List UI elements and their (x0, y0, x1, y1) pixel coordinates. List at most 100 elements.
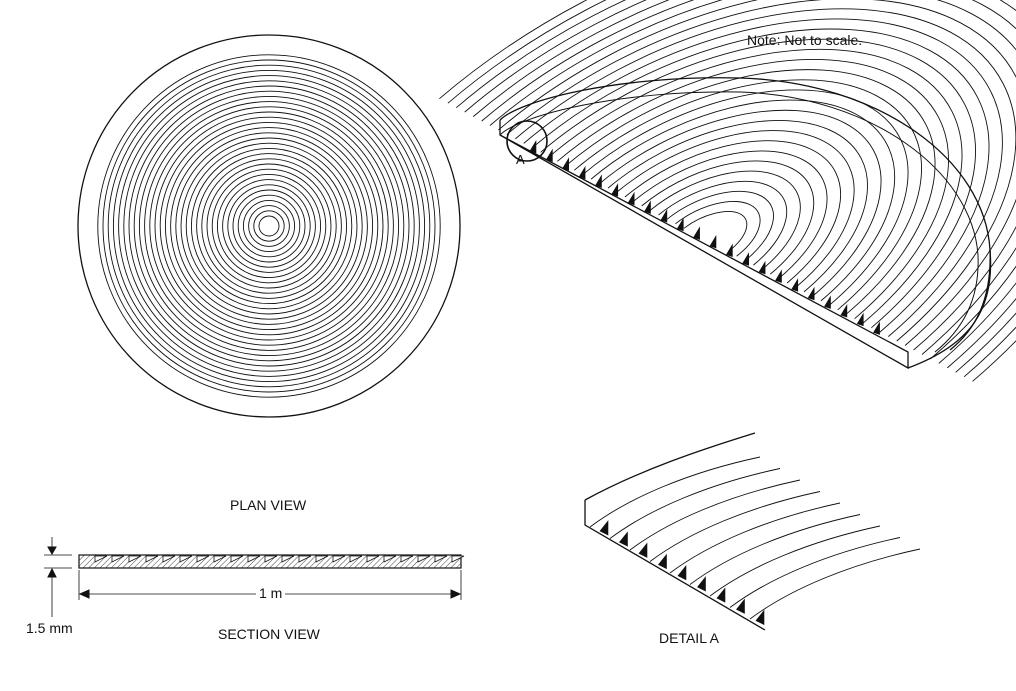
section-tooth (111, 555, 125, 563)
cut-face-tooth (644, 200, 651, 214)
plan-ring (211, 168, 327, 284)
callout-circle (506, 120, 548, 162)
thickness-arrow-bottom (47, 567, 57, 578)
plan-ring (164, 121, 374, 331)
cut-face-tooth (873, 321, 880, 335)
section-tooth (434, 555, 448, 563)
section-tooth (451, 555, 465, 563)
plan-ring (128, 85, 410, 367)
half-groove (590, 99, 896, 302)
half-groove (649, 170, 801, 270)
section-tooth (332, 555, 346, 563)
inner-rim-arc (499, 91, 979, 353)
cut-face-tooth (807, 286, 815, 301)
half-groove (599, 109, 882, 297)
detail-groove (649, 491, 821, 562)
detail-groove (589, 456, 761, 528)
detail-tooth (716, 587, 726, 603)
detail-teeth (599, 520, 765, 626)
cut-face-tooth (856, 312, 864, 327)
section-tooth (349, 555, 363, 563)
plan-ring (144, 101, 394, 351)
cut-face-tooth (562, 157, 569, 171)
section-tooth (247, 555, 261, 563)
half-groove (557, 59, 949, 320)
length-arrow-right (450, 589, 462, 599)
plan-ring (242, 199, 296, 253)
cut-face-tooth (725, 243, 733, 258)
cut-face-tooth (758, 260, 766, 275)
half-groove (607, 119, 868, 293)
cut-face-tooth (611, 183, 619, 197)
half-groove (683, 211, 748, 253)
plan-ring (154, 111, 384, 341)
plan-ring (97, 54, 441, 398)
cut-face-tooth (676, 217, 684, 232)
length-dimension-label: 1 m (256, 585, 286, 601)
half-groove (481, 0, 1016, 360)
cut-face-tooth (660, 209, 668, 223)
plan-ring (227, 184, 311, 268)
cut-face-tooth (545, 148, 553, 163)
section-tooth (179, 555, 193, 563)
detail-groove (749, 548, 921, 620)
half-view-teeth (529, 139, 880, 335)
cut-face-tooth (824, 295, 831, 309)
cut-face-tooth (709, 234, 717, 249)
detail-groove (609, 468, 781, 539)
plan-ring (190, 147, 348, 305)
detail-tooth (736, 598, 745, 614)
half-groove (523, 18, 1003, 337)
scale-note: Note: Not to scale. (747, 32, 863, 48)
plan-ring (206, 163, 332, 289)
detail-front-face (584, 500, 766, 631)
plan-ring (133, 90, 405, 362)
half-groove (633, 150, 828, 279)
plan-ring (185, 142, 353, 310)
half-groove (624, 140, 841, 284)
plan-ring (149, 106, 389, 346)
plan-ring (159, 116, 379, 336)
section-tooth (264, 555, 278, 563)
detail-tooth (599, 520, 609, 536)
half-groove (515, 8, 1016, 342)
detail-tooth (755, 609, 765, 626)
plan-ring (170, 127, 368, 325)
section-tooth (94, 555, 108, 563)
section-tooth (298, 555, 312, 563)
half-groove (675, 200, 761, 257)
detail-groove (629, 479, 801, 551)
detail-groove (689, 514, 861, 585)
detail-tooth (619, 531, 628, 547)
plan-ring (196, 153, 342, 299)
thickness-arrow-top (47, 546, 57, 556)
section-tooth (230, 555, 244, 563)
half-groove (574, 79, 922, 311)
cut-face-tooth (742, 252, 749, 266)
half-groove (464, 0, 1016, 369)
plan-ring (222, 179, 316, 273)
plan-rings (97, 54, 441, 398)
plan-ring (253, 210, 285, 242)
outer-bottom-arc (907, 249, 992, 369)
plan-ring (216, 173, 322, 279)
section-tooth (213, 555, 227, 563)
plan-ring (118, 75, 420, 377)
half-groove (531, 28, 990, 333)
section-tooth (196, 555, 210, 563)
cut-face-tooth (840, 304, 848, 318)
plan-ring (232, 189, 306, 263)
plan-ring (258, 215, 280, 237)
length-arrow-left (78, 589, 90, 599)
half-groove (447, 0, 1016, 378)
half-view-grooves (439, 0, 1016, 382)
detail-tooth (677, 564, 687, 581)
detail-groove (709, 525, 881, 597)
section-tooth (366, 555, 380, 563)
plan-ring (112, 69, 426, 383)
detail-a-label: DETAIL A (659, 630, 719, 646)
cut-face-tooth (693, 226, 700, 240)
section-view (44, 537, 465, 617)
half-groove (582, 89, 909, 306)
